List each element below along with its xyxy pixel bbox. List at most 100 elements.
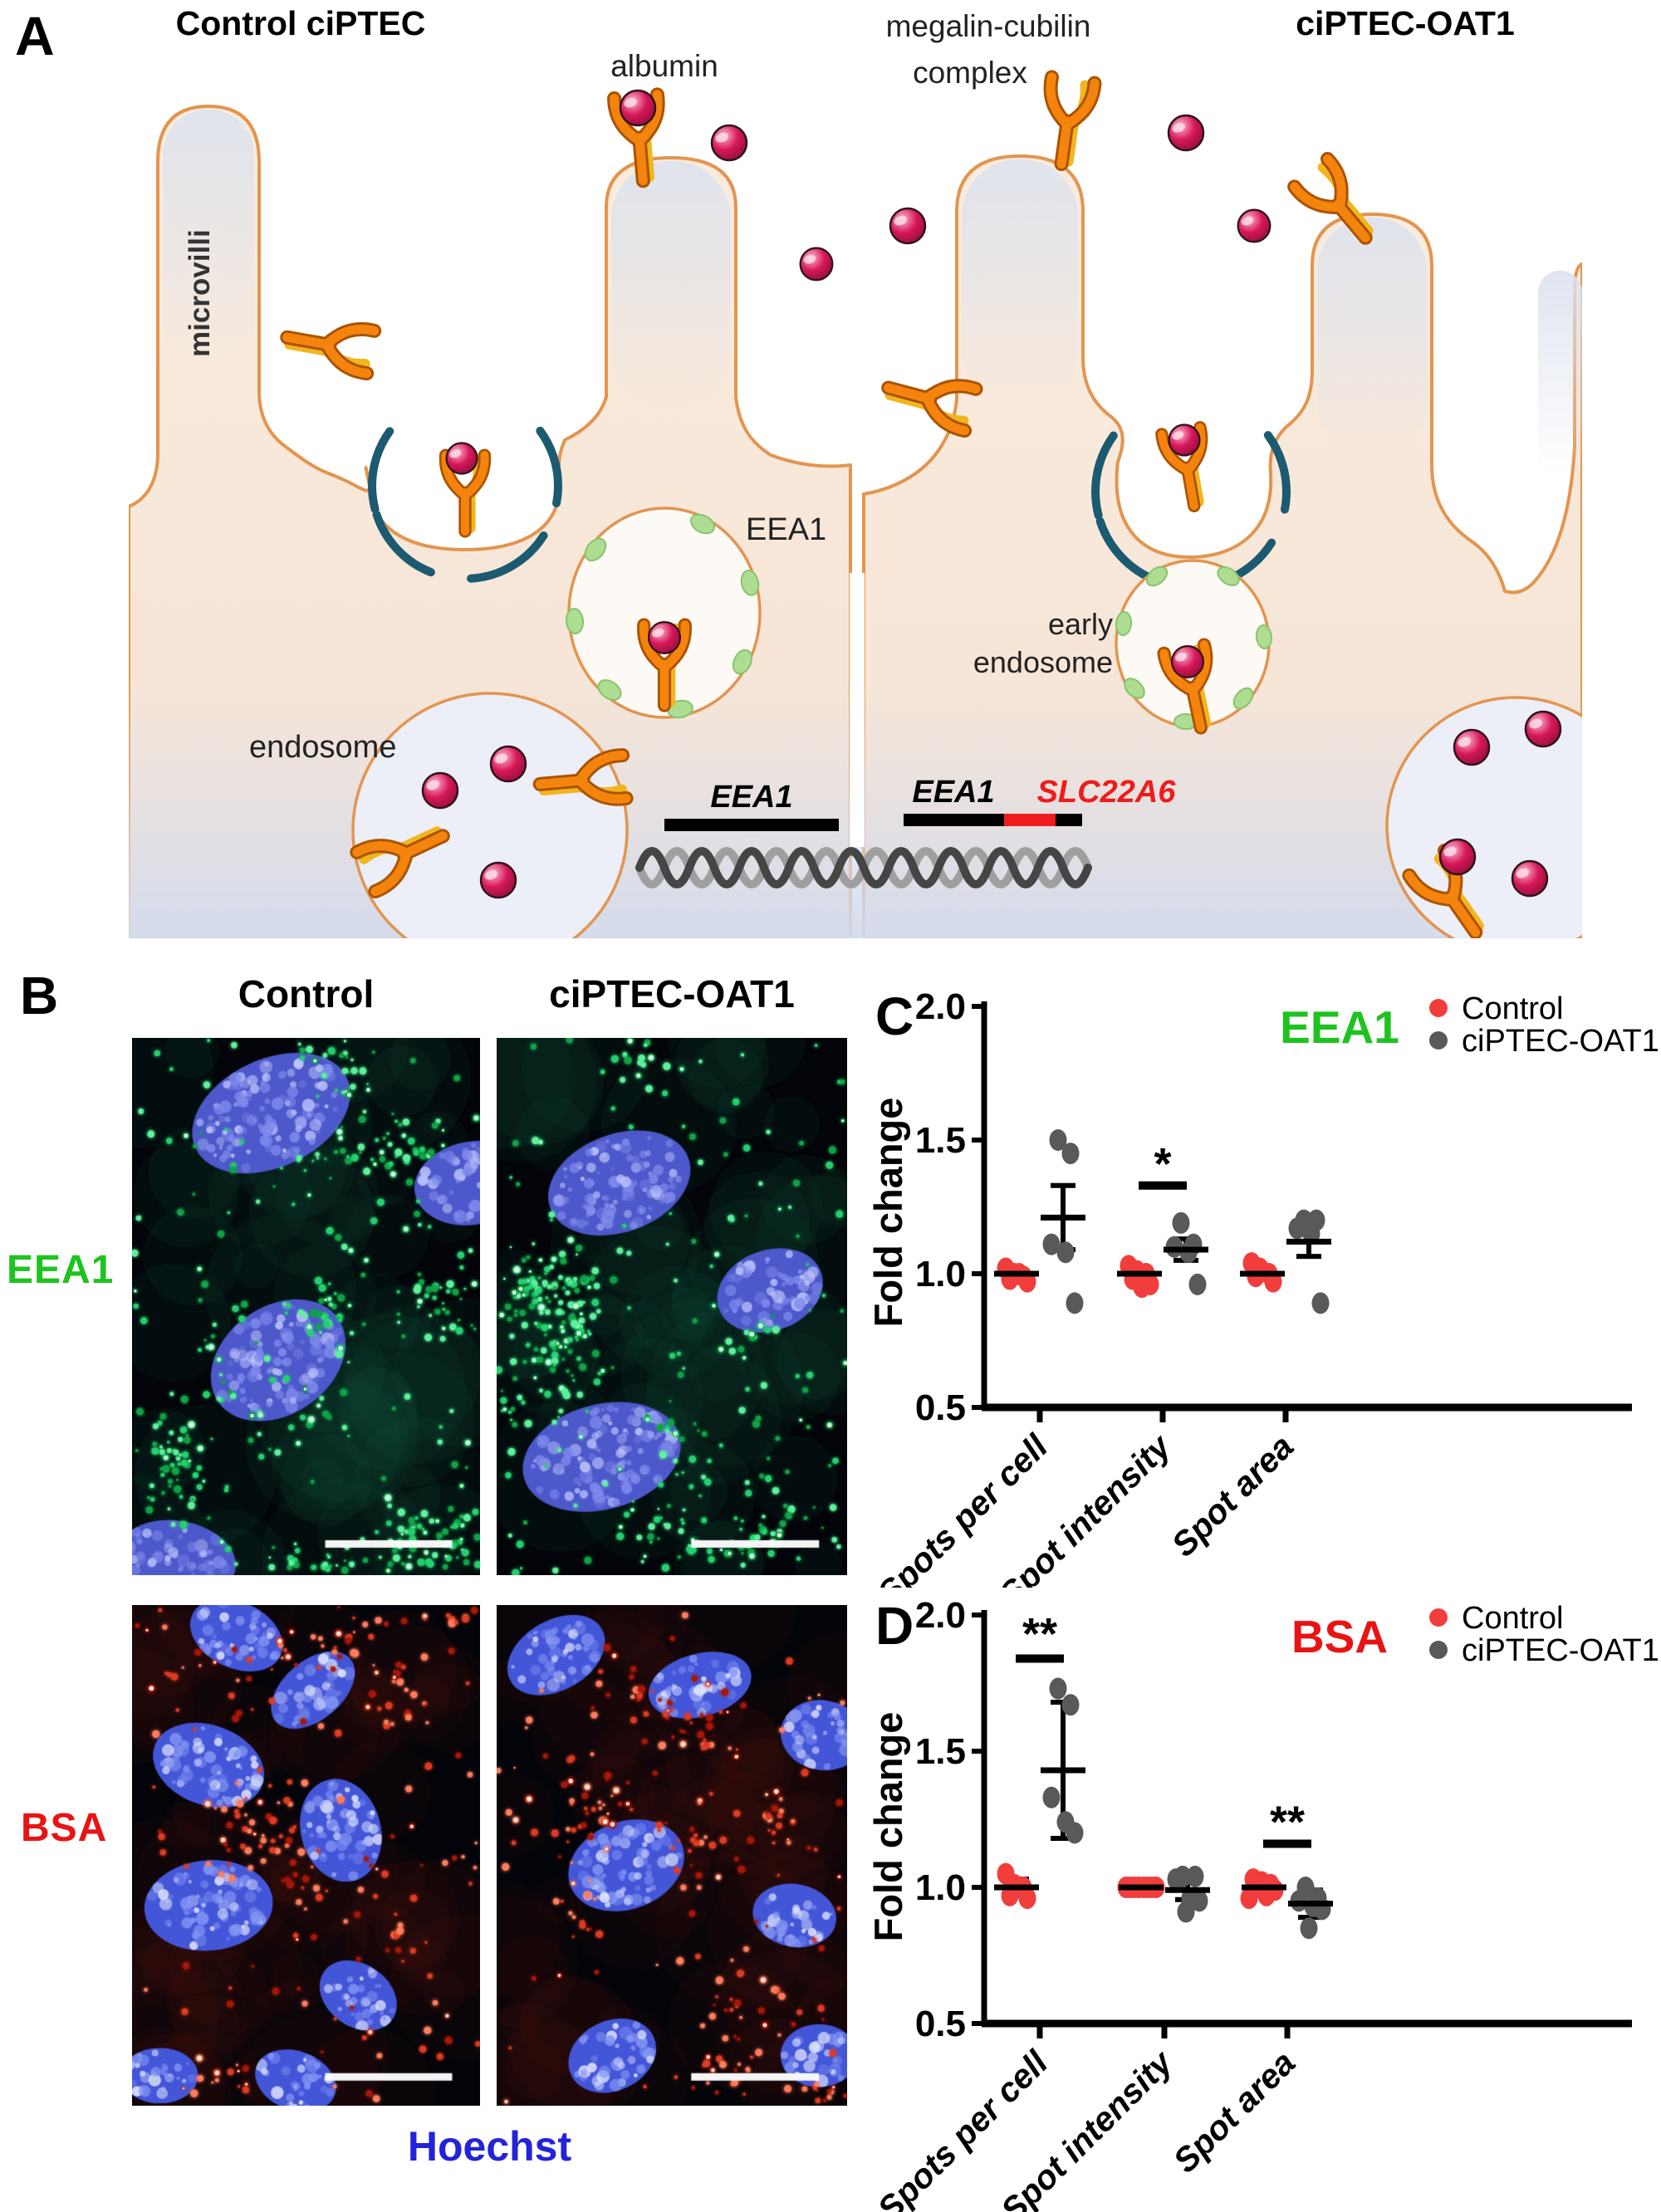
albumin-icon — [710, 124, 748, 162]
legend-label-control: Control — [1462, 991, 1564, 1026]
significance-label: ** — [1022, 1609, 1057, 1659]
albumin-icon — [479, 861, 517, 899]
legend-dot-ciptec-oat1 — [1429, 1031, 1448, 1050]
y-tick-label: 1.0 — [915, 1254, 966, 1294]
legend-dot-ciptec-oat1 — [1429, 1641, 1448, 1659]
albumin-icon — [445, 442, 478, 475]
data-point-ciptec_oat1 — [1066, 1822, 1084, 1844]
data-point-ciptec_oat1 — [1056, 1241, 1075, 1264]
endosome-bottom-left — [351, 692, 629, 938]
y-axis-label: Fold change — [866, 1712, 910, 1942]
villus-gradient — [1538, 271, 1582, 478]
albumin-icon — [799, 247, 834, 281]
legend-dot-control — [1429, 1608, 1448, 1627]
y-tick-label: 0.5 — [915, 2004, 966, 2044]
micrograph-bsa-control — [132, 1605, 480, 2106]
endosome-bottom-right — [1385, 696, 1582, 938]
eea1-diagram-label: EEA1 — [746, 512, 826, 547]
gene-label-eea1-right: EEA1 — [912, 775, 994, 810]
data-point-control — [1018, 1887, 1036, 1910]
dna-helix — [635, 847, 1092, 888]
gene-label-eea1-left: EEA1 — [710, 780, 792, 815]
megalin-label-line1: megalin-cubilin — [886, 9, 1091, 43]
y-tick-label: 0.5 — [915, 1387, 966, 1428]
y-tick-label: 2.0 — [915, 1595, 966, 1636]
x-category-label: Spot area — [1166, 2043, 1303, 2180]
panel-a-diagram: A Control ciPTEC ciPTEC-OAT1 albumin meg… — [15, 4, 1582, 938]
data-point-ciptec_oat1 — [1177, 1901, 1195, 1923]
data-point-ciptec_oat1 — [1186, 1865, 1204, 1887]
data-point-ciptec_oat1 — [1167, 1868, 1185, 1891]
eea1-rim-dots-right — [1115, 565, 1273, 730]
villus-gradient — [611, 161, 731, 410]
early-endosome-label-line2: endosome — [973, 645, 1113, 679]
albumin-icon — [421, 771, 459, 810]
y-tick-label: 1.5 — [915, 1120, 966, 1161]
albumin-icon — [1170, 644, 1205, 679]
panel-a-title-right: ciPTEC-OAT1 — [1296, 4, 1515, 42]
legend-label-ciptec-oat1: ciPTEC-OAT1 — [1462, 1024, 1659, 1059]
gene-bar-eea1-left — [664, 819, 839, 831]
legend-label-ciptec-oat1: ciPTEC-OAT1 — [1462, 1633, 1659, 1668]
data-point-ciptec_oat1 — [1061, 1143, 1080, 1165]
megalin-label-line2: complex — [913, 56, 1027, 90]
significance-label: ** — [1270, 1797, 1305, 1847]
albumin-icon — [1511, 859, 1549, 898]
column-header-control: Control — [238, 972, 375, 1015]
chart-d-title: BSA — [1291, 1611, 1388, 1662]
hoechst-label: Hoechst — [407, 2123, 572, 2170]
data-point-ciptec_oat1 — [1042, 1233, 1061, 1255]
y-tick-label: 2.0 — [915, 986, 966, 1027]
panel-a-title-left: Control ciPTEC — [176, 4, 426, 42]
data-point-ciptec_oat1 — [1288, 1217, 1306, 1240]
column-header-ciptec-oat1: ciPTEC-OAT1 — [549, 972, 795, 1015]
albumin-icon — [1167, 114, 1205, 152]
albumin-icon — [1524, 710, 1562, 748]
receptor-icon — [283, 316, 375, 374]
villus-gradient — [1317, 218, 1427, 458]
y-tick-label: 1.0 — [915, 1867, 966, 1908]
panel-d-label: D — [875, 1596, 914, 1656]
villus-gradient — [163, 110, 254, 367]
endosome-label: endosome — [249, 730, 396, 765]
row-label-eea1: EEA1 — [7, 1248, 115, 1292]
data-point-ciptec_oat1 — [1190, 1890, 1208, 1912]
micrograph-eea1-control — [132, 1038, 480, 1575]
chart-bsa: D BSA Control ciPTEC-OAT1 Fold change 0.… — [866, 1595, 1659, 2212]
microvilli-label: microvilli — [184, 229, 216, 357]
panel-a-label: A — [15, 5, 55, 66]
micrograph-bsa-ciptec-oat1 — [497, 1605, 847, 2106]
panel-c-label: C — [875, 986, 914, 1046]
chart-c-title: EEA1 — [1280, 1001, 1399, 1053]
clathrin-coat-right — [1091, 392, 1291, 591]
data-point-ciptec_oat1 — [1188, 1273, 1207, 1295]
legend-dot-control — [1429, 999, 1448, 1017]
x-category-label: Spot area — [1164, 1427, 1301, 1564]
villus-gradient — [962, 159, 1078, 409]
albumin-icon — [1438, 838, 1477, 876]
data-point-ciptec_oat1 — [1049, 1677, 1067, 1700]
data-point-ciptec_oat1 — [1066, 1292, 1084, 1314]
legend-label-control: Control — [1462, 1601, 1564, 1636]
data-point-control — [1133, 1276, 1151, 1299]
micrograph-eea1-ciptec-oat1 — [497, 1038, 847, 1575]
albumin-icon — [489, 745, 527, 783]
albumin-icon — [889, 207, 927, 245]
panel-b-label: B — [20, 966, 59, 1025]
chart-eea1: C EEA1 Control ciPTEC-OAT1 Fold change 0… — [866, 986, 1659, 1588]
albumin-icon — [1237, 208, 1271, 243]
data-point-ciptec_oat1 — [1172, 1211, 1190, 1234]
albumin-icon — [647, 620, 682, 655]
data-point-control — [1240, 1887, 1258, 1910]
albumin-icon — [619, 89, 657, 127]
cell-divider — [850, 573, 865, 847]
early-endosome-label-line1: early — [1048, 607, 1113, 641]
albumin-icon — [1453, 728, 1491, 766]
y-axis-label: Fold change — [866, 1098, 910, 1328]
gene-label-slc22a6: SLC22A6 — [1037, 775, 1177, 810]
data-point-ciptec_oat1 — [1061, 1694, 1080, 1716]
significance-label: * — [1154, 1139, 1171, 1189]
